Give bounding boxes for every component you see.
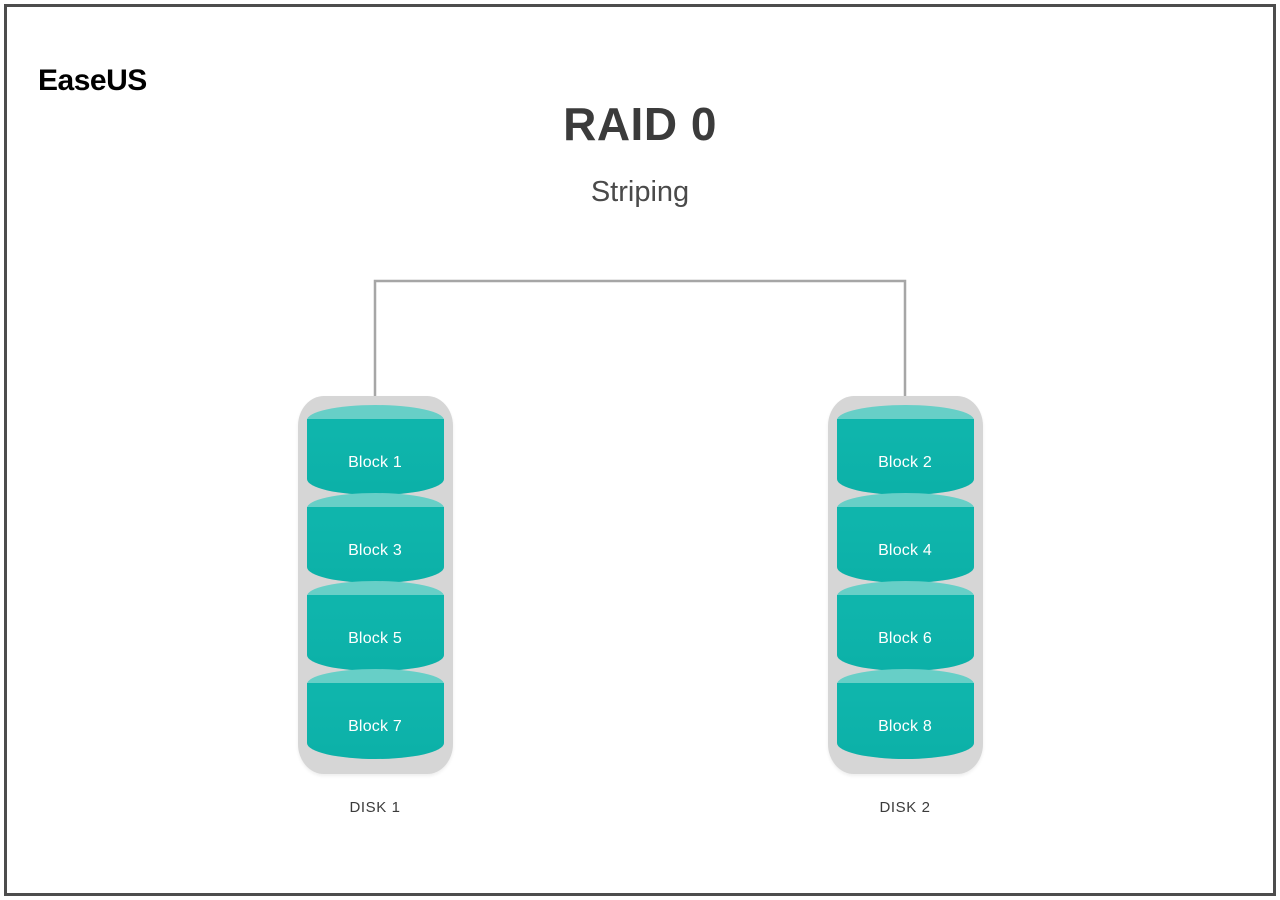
- disk-block-label: Block 1: [348, 454, 402, 471]
- disk-block[interactable]: Block 5: [306, 581, 444, 674]
- disk-block-label: Block 4: [878, 542, 932, 559]
- disk-block-stack-2: Block 2 Block 4 Block 6: [836, 405, 974, 765]
- cylinder-shading: [306, 697, 444, 759]
- disk-casing-2: Block 2 Block 4 Block 6: [827, 396, 983, 774]
- cylinder-shading: [306, 609, 444, 671]
- disk-block-label: Block 5: [348, 630, 402, 647]
- cylinder-shading: [306, 521, 444, 583]
- cylinder-shading: [836, 521, 974, 583]
- disk-block[interactable]: Block 4: [836, 493, 974, 586]
- cylinder-body: [836, 419, 974, 495]
- disk-block[interactable]: Block 8: [836, 669, 974, 762]
- cylinder-shading: [836, 697, 974, 759]
- easeus-logo: EaseUS: [38, 64, 147, 97]
- disk-group-2: Block 2 Block 4 Block 6: [805, 396, 1005, 815]
- cylinder-body: [306, 683, 444, 759]
- disk-block-label: Block 2: [878, 454, 932, 471]
- cylinder-body: [836, 595, 974, 671]
- disk-casing-1: Block 1 Block 3 Block 5: [297, 396, 453, 774]
- disk-block-label: Block 7: [348, 718, 402, 735]
- cylinder-body: [306, 419, 444, 495]
- cylinder-shading: [836, 433, 974, 495]
- disk-name-label: DISK 1: [349, 799, 401, 816]
- page-title: RAID 0: [563, 98, 717, 150]
- disk-group-1: Block 1 Block 3 Block 5: [275, 396, 475, 815]
- cylinder-shading: [836, 609, 974, 671]
- disk-block[interactable]: Block 6: [836, 581, 974, 674]
- cylinder-shading: [306, 433, 444, 495]
- cylinder-body: [836, 507, 974, 583]
- disk-block[interactable]: Block 1: [306, 405, 444, 498]
- cylinder-body: [306, 595, 444, 671]
- page-subtitle: Striping: [590, 176, 690, 208]
- disk-block-label: Block 6: [878, 630, 932, 647]
- disk-name-label: DISK 2: [879, 799, 931, 816]
- disk-block-label: Block 3: [348, 542, 402, 559]
- image-border-frame: [4, 4, 1276, 896]
- cylinder-body: [306, 507, 444, 583]
- cylinder-body: [836, 683, 974, 759]
- disk-block[interactable]: Block 2: [836, 405, 974, 498]
- disk-block[interactable]: Block 3: [306, 493, 444, 586]
- disk-block[interactable]: Block 7: [306, 669, 444, 762]
- disk-block-label: Block 8: [878, 718, 932, 735]
- disk-block-stack-1: Block 1 Block 3 Block 5: [306, 405, 444, 765]
